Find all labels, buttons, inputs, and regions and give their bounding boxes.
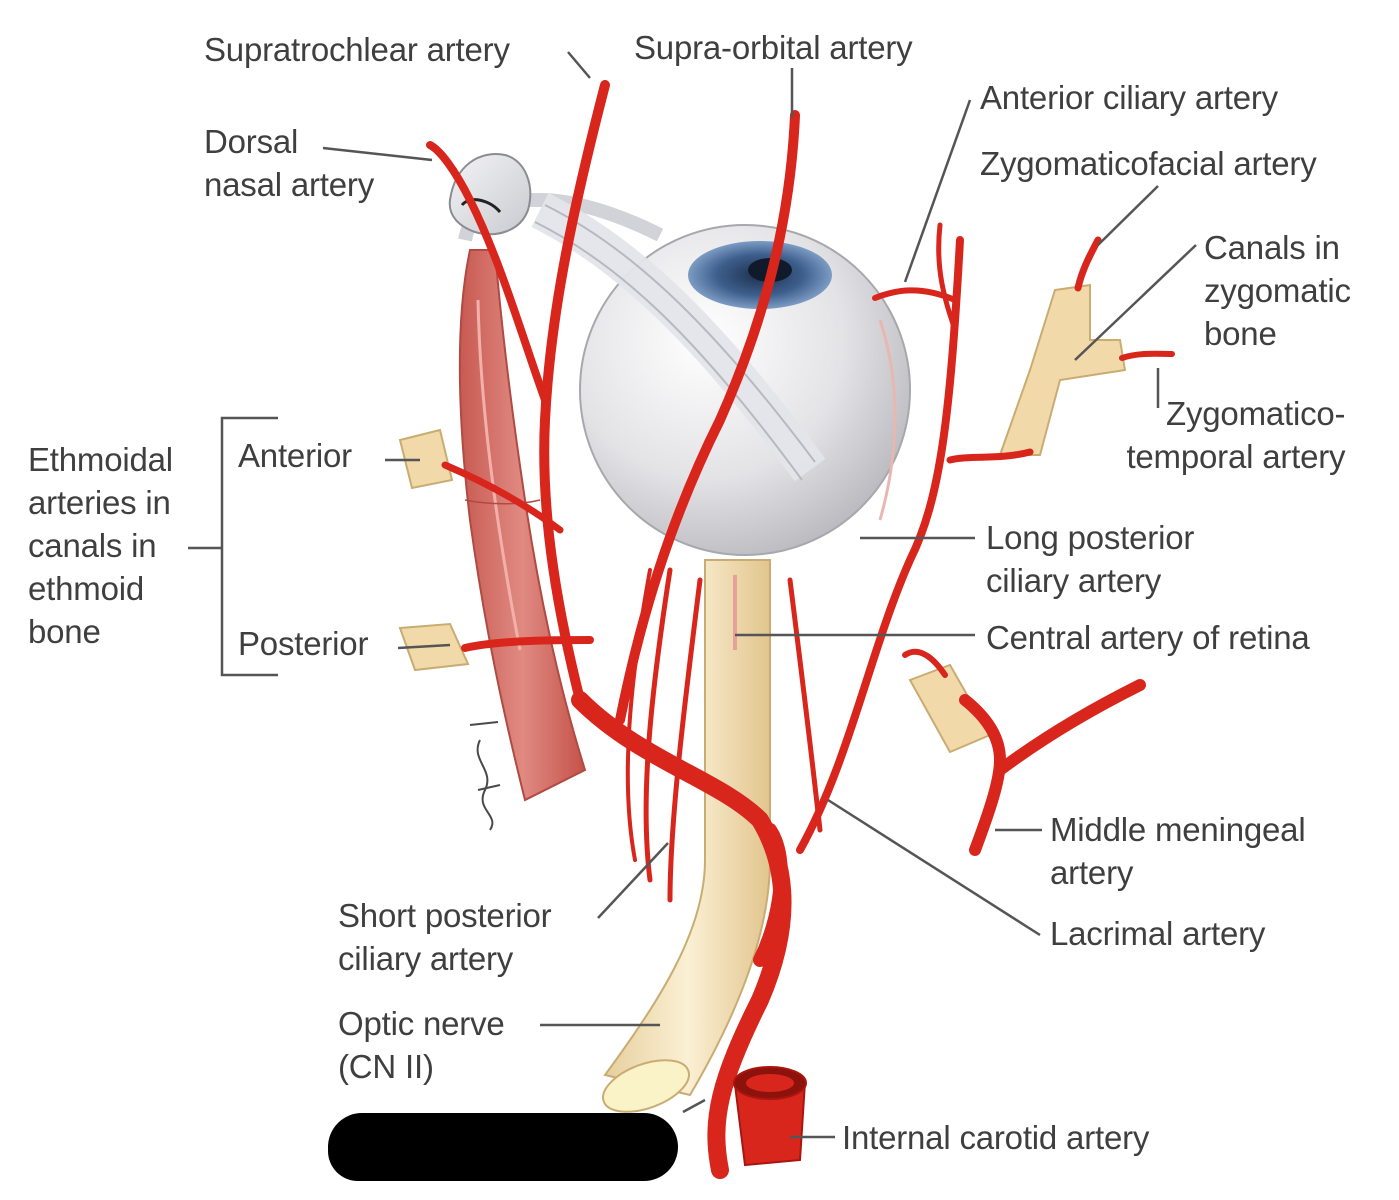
arteries (426, 80, 1175, 1179)
label-central-artery-of-retina: Central artery of retina (986, 616, 1310, 659)
label-text: Middle meningeal (1050, 811, 1306, 848)
label-optic-nerve: Optic nerve (CN II) (338, 1002, 505, 1088)
label-long-posterior-ciliary-artery: Long posterior ciliary artery (986, 516, 1194, 602)
ethmoidal-canals (398, 428, 470, 672)
label-text: ciliary artery (986, 562, 1162, 599)
label-text: Supratrochlear artery (204, 31, 510, 68)
label-text: arteries in (28, 484, 171, 521)
label-text: (CN II) (338, 1048, 434, 1085)
label-text: artery (1050, 854, 1134, 891)
label-text: bone (28, 613, 101, 650)
label-text: Supra-orbital artery (634, 29, 913, 66)
label-text: Central artery of retina (986, 619, 1310, 656)
label-text: Zygomatico- (1166, 395, 1346, 432)
label-text: zygomatic (1204, 272, 1351, 309)
label-text: canals in (28, 527, 157, 564)
artist-signature (469, 721, 501, 831)
label-dorsal-nasal-artery: Dorsal nasal artery (204, 120, 374, 206)
label-text: ethmoid (28, 570, 145, 607)
label-zygomaticofacial-artery: Zygomaticofacial artery (980, 142, 1317, 185)
label-text: Lacrimal artery (1050, 915, 1266, 952)
label-text: bone (1204, 315, 1277, 352)
label-posterior: Posterior (238, 622, 368, 665)
label-short-posterior-ciliary-artery: Short posterior ciliary artery (338, 894, 552, 980)
label-text: Internal carotid artery (842, 1119, 1150, 1156)
label-text: ciliary artery (338, 940, 514, 977)
label-text: Short posterior (338, 897, 552, 934)
label-lacrimal-artery: Lacrimal artery (1050, 912, 1265, 955)
leader-lines (188, 51, 1197, 1139)
label-text: Anterior ciliary artery (980, 79, 1278, 116)
label-text: Optic nerve (338, 1005, 505, 1042)
label-text: temporal artery (1126, 438, 1346, 475)
label-ethmoidal-arteries: Ethmoidal arteries in canals in ethmoid … (28, 438, 173, 653)
label-anterior: Anterior (238, 434, 352, 477)
label-supratrochlear-artery: Supratrochlear artery (204, 28, 510, 71)
label-zygomaticotemporal-artery: Zygomatico- temporal artery (1120, 392, 1345, 478)
label-text: Anterior (238, 437, 352, 474)
muscle (458, 249, 587, 802)
label-supraorbital-artery: Supra-orbital artery (634, 26, 913, 69)
label-text: Zygomaticofacial artery (980, 145, 1317, 182)
label-canals-in-zygomatic-bone: Canals in zygomatic bone (1204, 226, 1351, 355)
label-anterior-ciliary-artery: Anterior ciliary artery (980, 76, 1278, 119)
label-text: nasal artery (204, 166, 375, 203)
label-text: Posterior (238, 625, 369, 662)
redaction-block (328, 1113, 678, 1181)
label-text: Canals in (1204, 229, 1340, 266)
optic-nerve (602, 559, 771, 1113)
label-text: Ethmoidal (28, 441, 173, 478)
internal-carotid-artery (733, 1066, 807, 1167)
label-internal-carotid-artery: Internal carotid artery (842, 1116, 1149, 1159)
label-middle-meningeal-artery: Middle meningeal artery (1050, 808, 1306, 894)
label-text: Dorsal (204, 123, 299, 160)
label-text: Long posterior (986, 519, 1195, 556)
zygomatic-canals (908, 283, 1127, 754)
